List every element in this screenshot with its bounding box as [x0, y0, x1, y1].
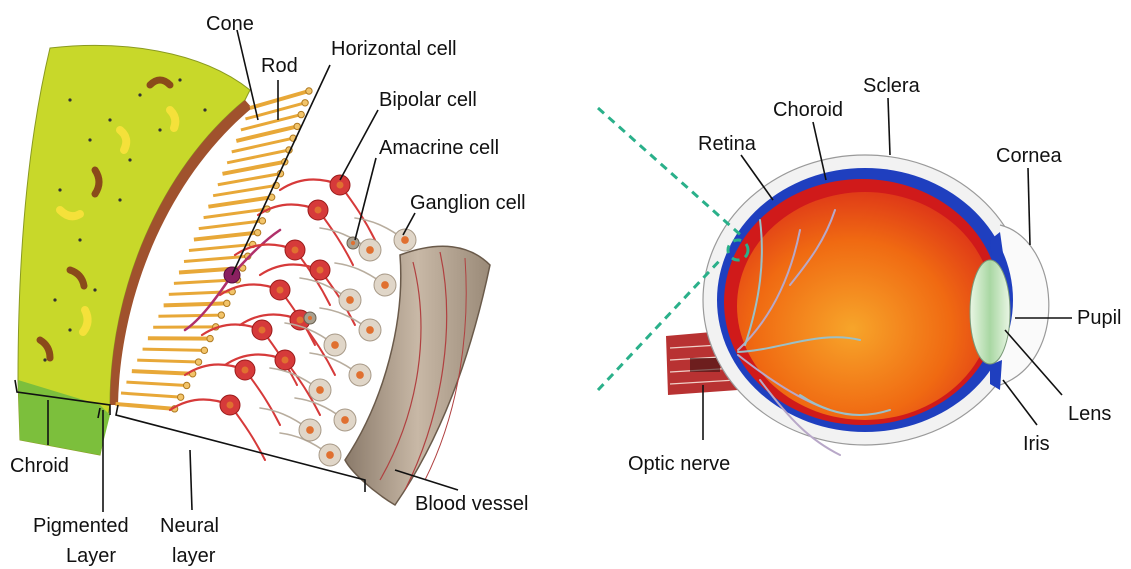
bipolar-cell-nucleus	[227, 402, 234, 409]
photoreceptor-nucleus	[218, 312, 224, 318]
bipolar-cell-nucleus	[259, 327, 266, 334]
ganglion-cell-nucleus	[331, 341, 339, 349]
ganglion-cell-nucleus	[326, 451, 334, 459]
bipolar-cell-nucleus	[297, 317, 304, 324]
photoreceptor	[164, 303, 227, 305]
amacrine-cell-nucleus	[308, 316, 312, 320]
ganglion-cell-nucleus	[366, 246, 374, 254]
lens-shape	[970, 260, 1010, 364]
label-cone: Cone	[206, 13, 254, 35]
label-pigmented-layer-1: Pigmented	[33, 515, 129, 537]
label-bipolar-cell: Bipolar cell	[379, 89, 477, 111]
bipolar-cell-nucleus	[317, 267, 324, 274]
photoreceptor-nucleus	[224, 300, 230, 306]
amacrine-cell-nucleus	[351, 241, 355, 245]
photoreceptor-nucleus	[302, 100, 308, 106]
eye-panel: Sclera Choroid Retina Cornea Pupil Lens …	[598, 75, 1130, 495]
label-chroid: Chroid	[10, 455, 69, 477]
photoreceptor	[213, 185, 276, 195]
photoreceptor-nucleus	[306, 88, 312, 94]
label-optic-nerve: Optic nerve	[628, 453, 730, 475]
photoreceptor-nucleus	[195, 359, 201, 365]
photoreceptor-nucleus	[254, 229, 260, 235]
bipolar-cell-nucleus	[282, 357, 289, 364]
ganglion-cell-nucleus	[316, 386, 324, 394]
ganglion-cell-nucleus	[306, 426, 314, 434]
neural-leader	[190, 450, 192, 510]
label-retina: Retina	[698, 133, 757, 155]
label-rod: Rod	[261, 55, 298, 77]
photoreceptor-nucleus	[298, 111, 304, 117]
label-neural-layer-1: Neural	[160, 515, 219, 537]
photoreceptor	[204, 209, 267, 218]
photoreceptor	[132, 371, 193, 374]
photoreceptor	[126, 382, 186, 385]
photoreceptor	[222, 162, 284, 174]
ganglion-cell-nucleus	[341, 416, 349, 424]
photoreceptor-nucleus	[201, 347, 207, 353]
label-neural-layer-2: layer	[172, 545, 216, 567]
ganglion-cell-nucleus	[366, 326, 374, 334]
label-blood-vessel: Blood vessel	[415, 493, 528, 515]
label-pigmented-layer-2: Layer	[66, 545, 116, 567]
photoreceptor	[199, 221, 263, 229]
ganglion-cell-nucleus	[346, 296, 354, 304]
label-amacrine-cell: Amacrine cell	[379, 137, 499, 159]
ganglion-cell-nucleus	[356, 371, 364, 379]
label-sclera: Sclera	[863, 75, 921, 97]
label-iris: Iris	[1023, 433, 1050, 455]
photoreceptor	[137, 360, 198, 362]
label-cornea: Cornea	[996, 145, 1062, 167]
label-pupil: Pupil	[1077, 307, 1121, 329]
photoreceptor-nucleus	[183, 382, 189, 388]
ganglion-cell-nucleus	[401, 236, 409, 244]
optic-nerve-pattern	[690, 358, 720, 372]
label-lens: Lens	[1068, 403, 1111, 425]
photoreceptor-nucleus	[177, 394, 183, 400]
photoreceptor	[116, 404, 175, 409]
amacrine-cell-leader	[355, 158, 376, 240]
photoreceptor	[208, 197, 271, 206]
photoreceptor	[218, 174, 281, 185]
photoreceptor	[194, 233, 258, 240]
bipolar-cell-nucleus	[277, 287, 284, 294]
bipolar-cell-nucleus	[242, 367, 249, 374]
vitreous-body	[737, 192, 993, 420]
label-choroid: Choroid	[773, 99, 843, 121]
photoreceptor	[143, 349, 205, 350]
bipolar-cell-nucleus	[292, 247, 299, 254]
label-horizontal-cell: Horizontal cell	[331, 38, 457, 60]
photoreceptor-nucleus	[207, 335, 213, 341]
bipolar-cell-nucleus	[337, 182, 344, 189]
bipolar-cell-nucleus	[315, 207, 322, 214]
photoreceptor-nucleus	[259, 218, 265, 224]
label-ganglion-cell: Ganglion cell	[410, 192, 526, 214]
photoreceptor	[121, 393, 181, 397]
ganglion-cell-nucleus	[381, 281, 389, 289]
photoreceptor	[158, 315, 221, 316]
retina-layer-panel: Cone Rod Horizontal cell Bipolar cell Am…	[10, 13, 528, 567]
